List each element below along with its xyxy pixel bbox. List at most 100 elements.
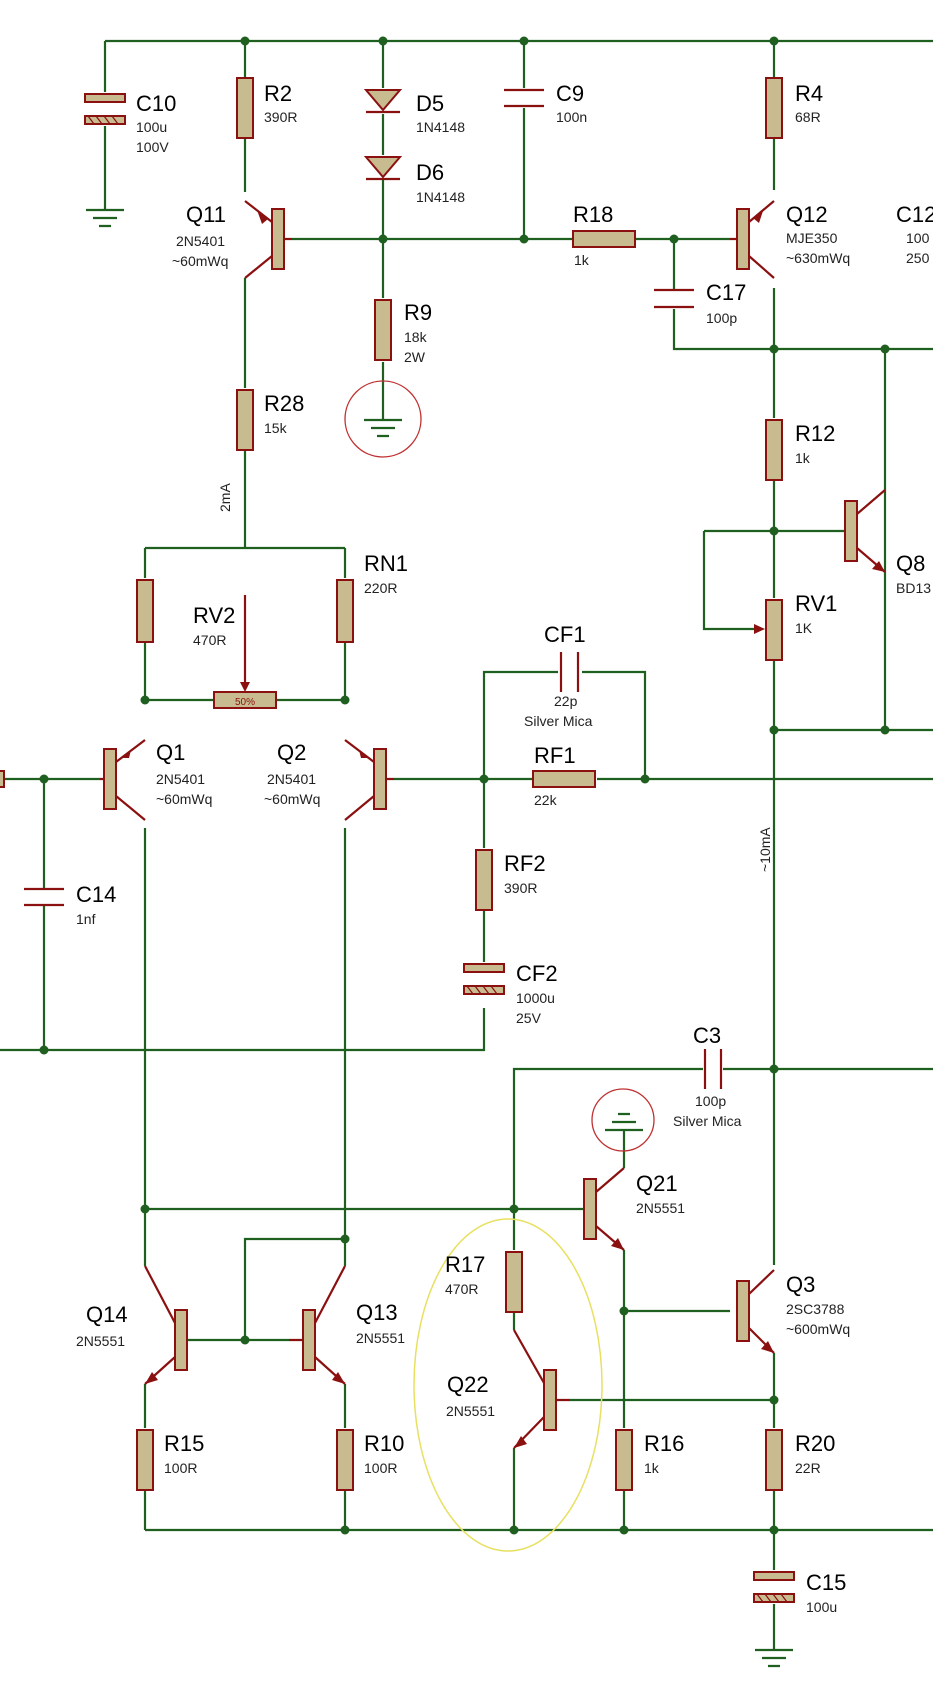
resistor-rf2[interactable] (475, 849, 493, 911)
label-c15-ref: C15 (806, 1570, 846, 1595)
capacitor-cf2[interactable] (463, 963, 505, 995)
label-r2-ref: R2 (264, 81, 292, 106)
label-d5-value: 1N4148 (416, 119, 465, 135)
input-connector[interactable] (0, 770, 5, 788)
wire-c3 (512, 1067, 933, 1209)
transistor-q14[interactable] (144, 1265, 188, 1385)
label-r10-ref: R10 (364, 1431, 404, 1456)
resistor-r4[interactable] (765, 77, 783, 139)
capacitor-c9[interactable] (504, 88, 544, 108)
junction (378, 36, 388, 46)
resistor-r17[interactable] (505, 1251, 523, 1313)
transistor-q3[interactable] (736, 1269, 775, 1354)
label-q2-type: 2N5401 (267, 771, 316, 787)
label-c14-value: 1nf (76, 911, 96, 927)
label-r28-ref: R28 (264, 391, 304, 416)
transistor-q21[interactable] (583, 1167, 625, 1251)
capacitor-c3[interactable] (703, 1049, 723, 1089)
junction (769, 344, 779, 354)
resistor-r10[interactable] (336, 1429, 354, 1491)
junction (140, 1204, 150, 1214)
transistor-q8[interactable] (844, 489, 886, 573)
label-r10-value: 100R (364, 1460, 397, 1476)
label-q3-power: ~600mWq (786, 1321, 850, 1337)
diodes (363, 89, 403, 181)
label-c17-value: 100p (706, 310, 737, 326)
resistors (136, 77, 783, 1491)
label-q21-type: 2N5551 (636, 1200, 685, 1216)
transistor-q2[interactable] (344, 739, 394, 821)
resistor-r18[interactable] (572, 230, 636, 248)
label-q12-ref: Q12 (786, 202, 828, 227)
label-c3-type: Silver Mica (673, 1113, 742, 1129)
resistor-r9[interactable] (374, 299, 392, 361)
label-c12-ref: C12 (896, 202, 933, 227)
grounds (86, 208, 793, 1668)
label-c15-value: 100u (806, 1599, 837, 1615)
label-c12-value: 100 (906, 230, 930, 246)
resistor-r28[interactable] (236, 389, 254, 451)
label-q8-ref: Q8 (896, 551, 925, 576)
diode-d5[interactable] (363, 89, 403, 114)
wire-feedback (44, 670, 647, 1052)
label-rv1-ref: RV1 (795, 591, 837, 616)
transistor-q11[interactable] (244, 200, 292, 279)
label-r9-value: 18k (404, 329, 428, 345)
junction (140, 695, 150, 705)
label-rf1-ref: RF1 (534, 743, 576, 768)
capacitor-cf1[interactable] (559, 652, 580, 692)
label-c14-ref: C14 (76, 882, 116, 907)
label-c9-ref: C9 (556, 81, 584, 106)
transistor-q12[interactable] (730, 200, 775, 279)
label-d5-ref: D5 (416, 91, 444, 116)
transistor-q13[interactable] (289, 1265, 346, 1385)
label-r17-ref: R17 (445, 1252, 485, 1277)
resistor-rn1-left[interactable] (136, 579, 154, 643)
junction (509, 1525, 519, 1535)
label-vas-current: ~10mA (757, 827, 773, 872)
pot-rv2[interactable]: 50% (213, 595, 277, 709)
label-d6-ref: D6 (416, 160, 444, 185)
label-q8-type: BD13 (896, 580, 931, 596)
junction (769, 1395, 779, 1405)
label-cf2-rating: 25V (516, 1010, 542, 1026)
resistor-rf1[interactable] (532, 770, 596, 788)
resistor-r2[interactable] (236, 77, 254, 139)
transistor-q1[interactable] (100, 739, 146, 821)
pot-rv1[interactable] (765, 599, 783, 661)
capacitor-c17[interactable] (654, 288, 694, 309)
diode-d6[interactable] (363, 156, 403, 181)
resistor-rn1-right[interactable] (336, 579, 354, 643)
resistor-r20[interactable] (765, 1429, 783, 1491)
label-q2-ref: Q2 (277, 740, 306, 765)
junction (509, 1204, 519, 1214)
label-rv2-ref: RV2 (193, 603, 235, 628)
label-r18-ref: R18 (573, 202, 613, 227)
label-rf2-ref: RF2 (504, 851, 546, 876)
junction (340, 695, 350, 705)
capacitor-c14[interactable] (24, 887, 64, 907)
label-q21-ref: Q21 (636, 1171, 678, 1196)
junction (479, 774, 489, 784)
transistor-q22[interactable] (513, 1329, 570, 1449)
resistor-r15[interactable] (136, 1429, 154, 1491)
junction (769, 1525, 779, 1535)
label-r9-ref: R9 (404, 300, 432, 325)
resistor-r16[interactable] (615, 1429, 633, 1491)
resistor-r12[interactable] (765, 419, 783, 481)
junction (39, 1045, 49, 1055)
label-r16-value: 1k (644, 1460, 660, 1476)
junction (880, 344, 890, 354)
junction (519, 234, 529, 244)
pot-rv1-wiper (754, 624, 765, 634)
ground-icon (755, 1648, 793, 1668)
label-tail-current: 2mA (217, 483, 233, 512)
label-rf1-value: 22k (534, 792, 558, 808)
capacitor-c10[interactable] (84, 93, 126, 125)
capacitor-c15[interactable] (753, 1571, 795, 1603)
junction (769, 1064, 779, 1074)
label-q22-type: 2N5551 (446, 1403, 495, 1419)
highlight-circle (591, 1088, 655, 1152)
ground-icon (364, 418, 402, 438)
wire-c17 (672, 239, 933, 351)
